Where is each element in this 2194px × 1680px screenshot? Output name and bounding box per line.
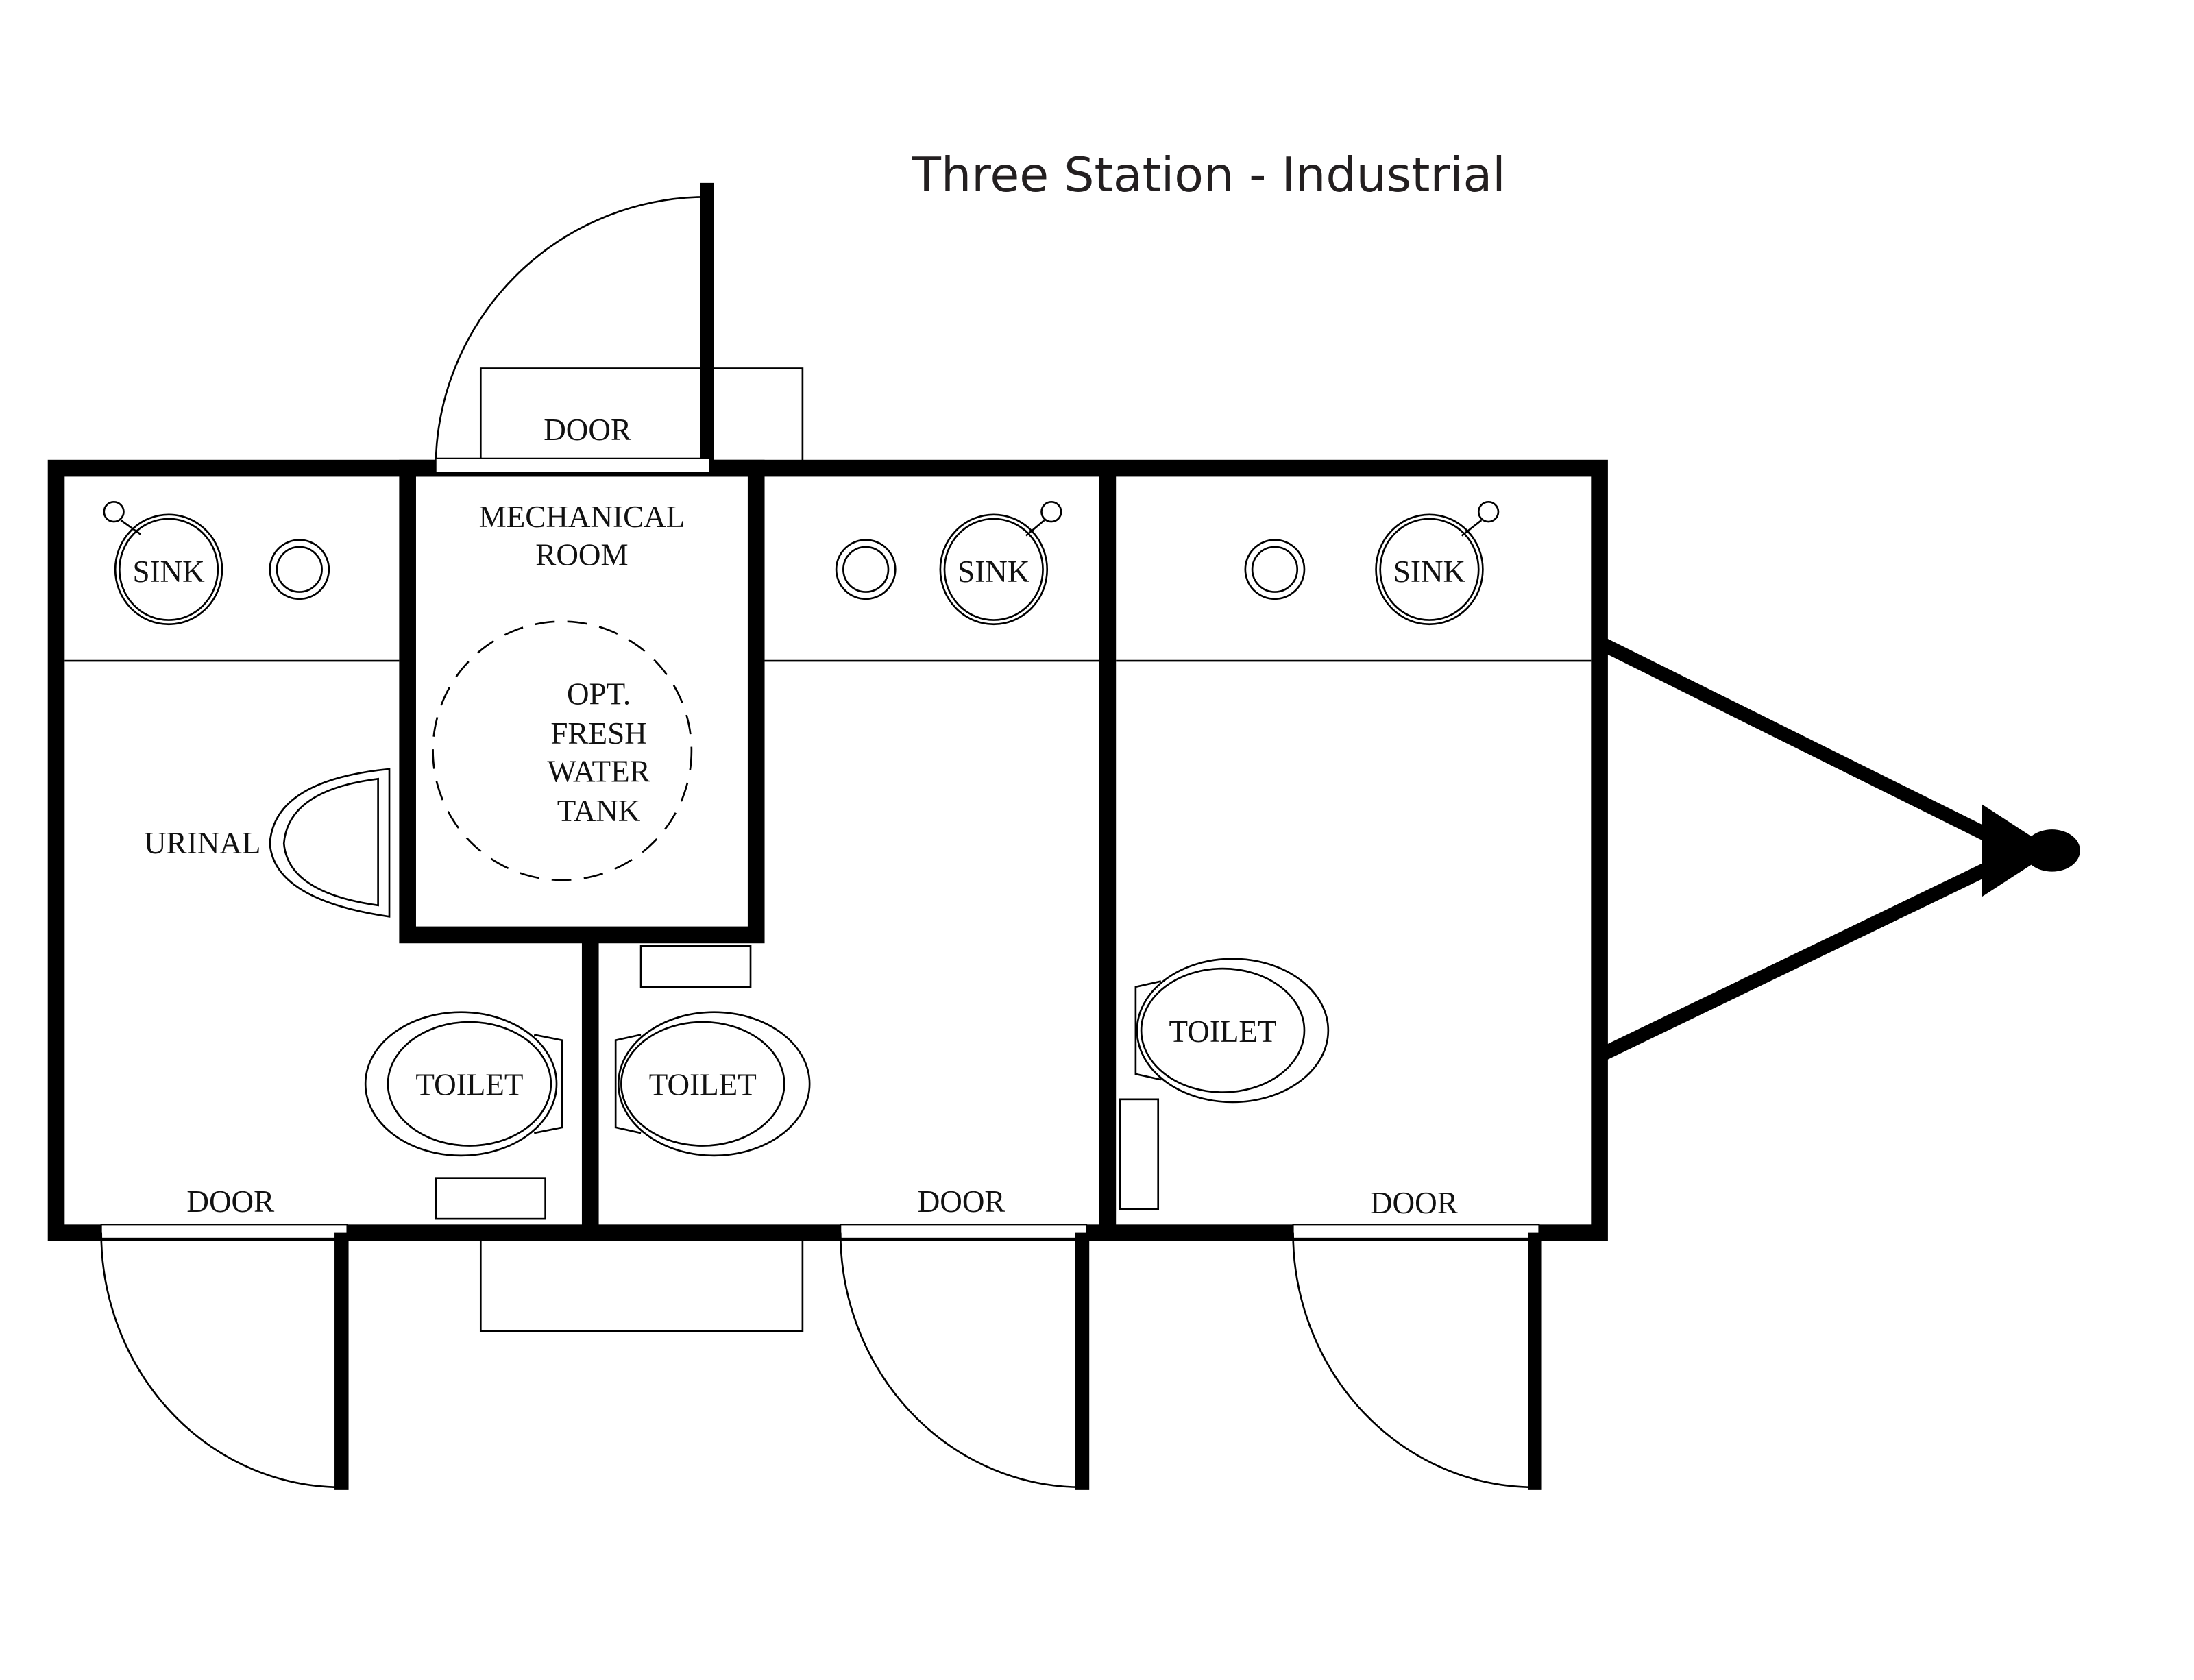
urinal: URINAL: [144, 768, 391, 918]
bottom-doors: DOOR DOOR DOOR: [100, 1184, 1542, 1490]
svg-text:URINAL: URINAL: [144, 826, 260, 860]
svg-text:TOILET: TOILET: [415, 1068, 523, 1102]
toilets: TOILET TOILET TOILET: [364, 945, 1330, 1220]
svg-text:TOILET: TOILET: [1169, 1014, 1277, 1049]
toilet-1: TOILET: [364, 1011, 563, 1157]
plan-title: Three Station - Industrial: [911, 147, 1505, 203]
sink-1: SINK: [103, 500, 330, 626]
water-tank: [432, 620, 693, 881]
sinks: SINK SINK SINK: [103, 500, 1500, 626]
svg-text:OPT.: OPT.: [567, 677, 631, 711]
top-door: DOOR: [435, 182, 804, 469]
svg-text:DOOR: DOOR: [544, 413, 632, 447]
svg-text:ROOM: ROOM: [535, 538, 628, 572]
svg-text:SINK: SINK: [1393, 555, 1466, 589]
svg-text:DOOR: DOOR: [918, 1184, 1006, 1219]
svg-text:TANK: TANK: [557, 794, 641, 828]
svg-text:TOILET: TOILET: [649, 1068, 757, 1102]
svg-text:DOOR: DOOR: [186, 1184, 275, 1219]
svg-text:WATER: WATER: [547, 754, 650, 788]
toilet-2: TOILET: [614, 1011, 811, 1157]
mechanical-room: MECHANICAL ROOM OPT. FRESH WATER TANK: [432, 500, 693, 881]
svg-text:DOOR: DOOR: [1370, 1186, 1459, 1220]
svg-text:FRESH: FRESH: [550, 716, 646, 751]
svg-text:MECHANICAL: MECHANICAL: [479, 500, 685, 534]
svg-text:SINK: SINK: [958, 555, 1030, 589]
svg-text:SINK: SINK: [132, 555, 205, 589]
sink-3: SINK: [1244, 500, 1500, 626]
trailer-hitch: [1599, 637, 2080, 1061]
walls: [47, 457, 1608, 1241]
toilet-3: TOILET: [1134, 958, 1330, 1104]
sink-2: SINK: [835, 500, 1062, 626]
